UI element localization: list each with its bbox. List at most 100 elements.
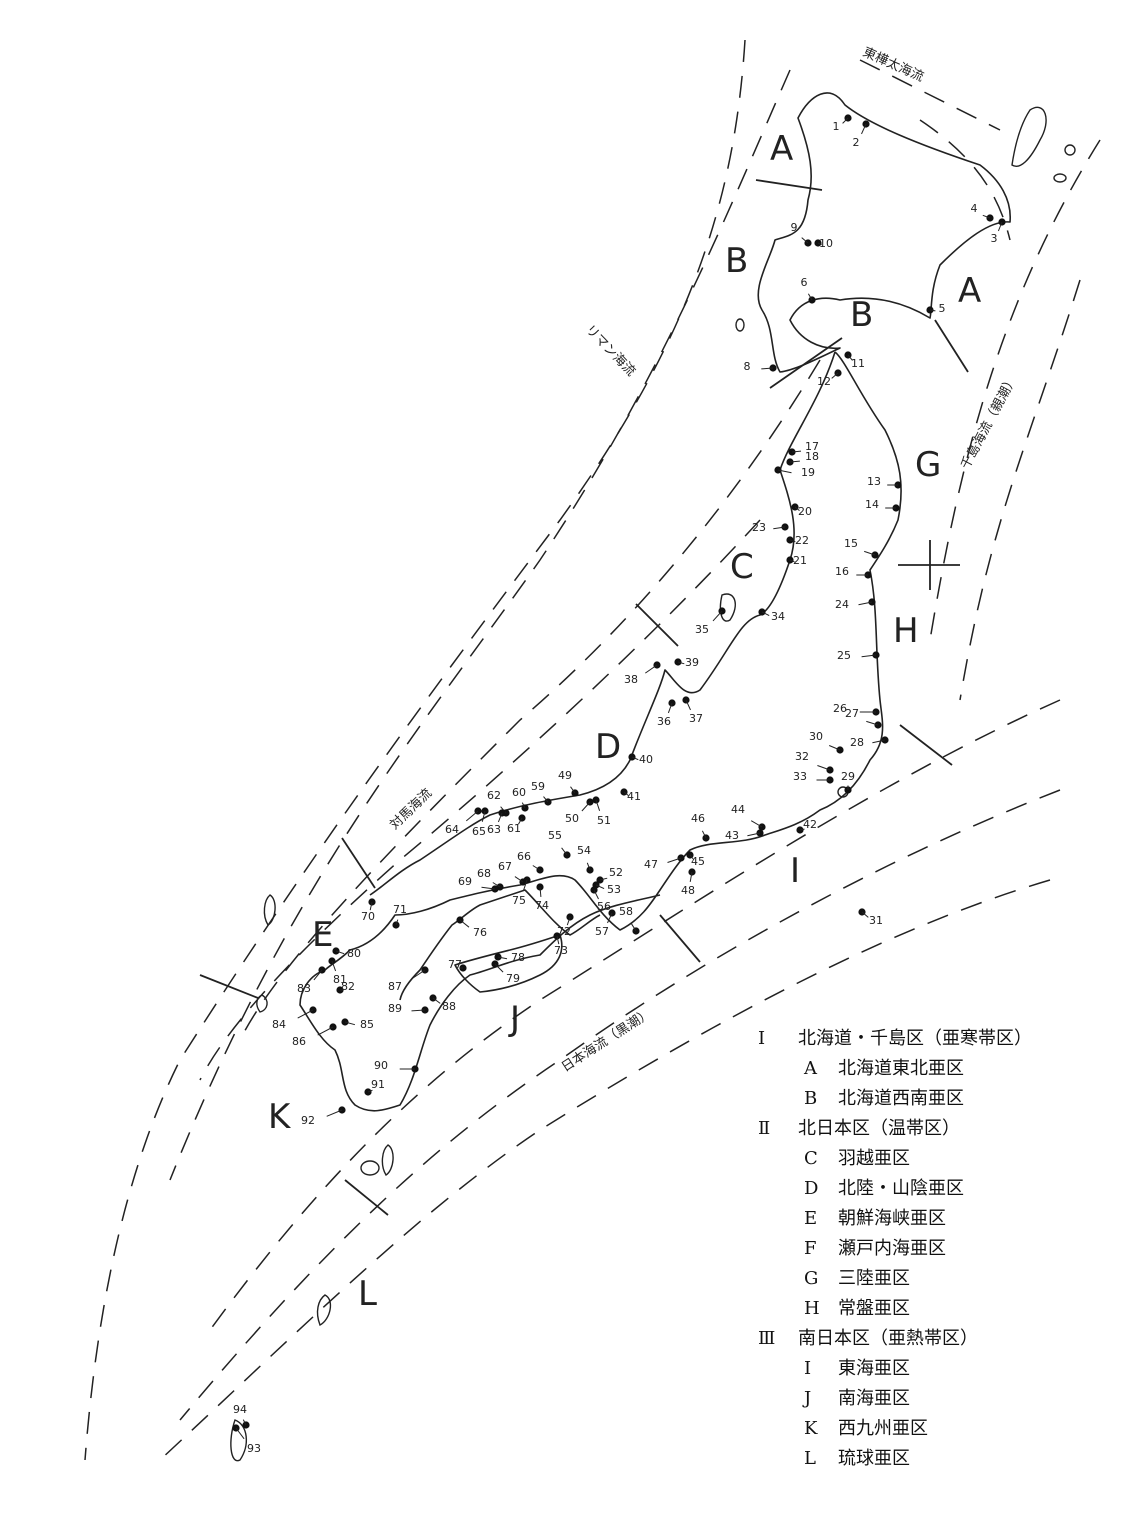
station-number: 37: [689, 712, 703, 725]
zone-label: E: [312, 915, 333, 955]
legend-code: Ⅰ: [758, 1028, 766, 1049]
station-leader-line: [367, 1089, 373, 1093]
station-leader-line: [864, 550, 876, 556]
station-leader-line: [514, 876, 524, 883]
station-leader-line: [817, 765, 831, 771]
station-number: 1: [833, 120, 840, 133]
station-number: 28: [850, 736, 864, 749]
station-leader-line: [581, 801, 591, 812]
legend-code: L: [804, 1448, 816, 1469]
station-number: 55: [548, 829, 562, 842]
station-leader-line: [497, 956, 508, 960]
station-number: 6: [801, 276, 808, 289]
station-number: 8: [744, 360, 751, 373]
station-number: 59: [531, 780, 545, 793]
station-leader-line: [593, 889, 599, 900]
station-number: 69: [458, 875, 472, 888]
station-number: 15: [844, 537, 858, 550]
station-number: 71: [393, 903, 407, 916]
current-label: 千島海流（親潮）: [958, 373, 1020, 472]
station-number: 13: [867, 475, 881, 488]
station-leader-line: [543, 796, 549, 803]
station-number: 16: [835, 565, 849, 578]
station-leader-line: [335, 950, 345, 955]
zone-label: I: [790, 851, 800, 891]
station-leader-line: [667, 702, 673, 714]
legend-text: 北陸・山陰亜区: [838, 1178, 964, 1199]
station-number: 73: [554, 944, 568, 957]
station-number: 61: [507, 822, 521, 835]
station-number: 77: [448, 958, 462, 971]
station-leader-line: [297, 1009, 314, 1019]
station-leader-line: [861, 123, 867, 135]
station-leader-line: [313, 969, 323, 981]
legend-text: 朝鮮海峡亜区: [838, 1208, 946, 1229]
station-leader-line: [794, 506, 800, 511]
station-leader-line: [494, 963, 504, 973]
station-number: 25: [837, 649, 851, 662]
station-number: 78: [511, 951, 525, 964]
station-number: 56: [597, 900, 611, 913]
station-leader-line: [481, 810, 486, 822]
station-leader-line: [801, 237, 809, 244]
station-number: 11: [851, 357, 865, 370]
coastline: [299, 92, 1011, 1112]
station-leader-line: [317, 1026, 334, 1036]
station-leader-line: [799, 828, 805, 831]
station-leader-line: [817, 242, 822, 246]
zone-label: D: [595, 727, 621, 767]
station-number: 80: [347, 947, 361, 960]
station-number: 39: [685, 656, 699, 669]
station-leader-line: [842, 117, 849, 124]
station-number: 50: [565, 812, 579, 825]
legend-text: 東海亜区: [838, 1358, 910, 1379]
station-leader-line: [789, 559, 795, 563]
station-number: 81: [333, 973, 347, 986]
station-number: 66: [517, 850, 531, 863]
station-number: 62: [487, 789, 501, 802]
station-leader-line: [586, 862, 591, 871]
station-leader-line: [492, 882, 501, 888]
station-number: 41: [627, 790, 641, 803]
station-leader-line: [522, 879, 528, 891]
station-number: 89: [388, 1002, 402, 1015]
station-leader-line: [982, 214, 991, 219]
legend-code: H: [804, 1298, 820, 1319]
station-number: 36: [657, 715, 671, 728]
station-leader-line: [866, 720, 879, 726]
station-leader-line: [242, 1419, 247, 1426]
legend-text: 北海道西南亜区: [838, 1088, 964, 1109]
station-leader-line: [235, 1427, 245, 1440]
station-number: 76: [473, 926, 487, 939]
station-number: 18: [805, 450, 819, 463]
legend-text: 三陸亜区: [838, 1268, 910, 1289]
current-label: 日本海流（黒潮）: [559, 1006, 654, 1075]
station-leader-line: [777, 469, 792, 474]
station-leader-line: [761, 611, 770, 617]
station-number: 19: [801, 466, 815, 479]
station-number: 14: [865, 498, 879, 511]
station-leader-line: [331, 960, 337, 972]
station-leader-line: [701, 830, 707, 839]
station-number: 64: [445, 823, 459, 836]
station-number: 79: [506, 972, 520, 985]
station-number: 29: [841, 770, 855, 783]
station-number: 84: [272, 1018, 286, 1031]
current-lines: [84, 39, 1101, 1461]
station-number: 67: [498, 860, 512, 873]
legend-text: 南日本区（亜熱帯区）: [798, 1328, 978, 1349]
zone-label: C: [730, 547, 754, 587]
station-number: 48: [681, 884, 695, 897]
station-number: 63: [487, 823, 501, 836]
station-number: 93: [247, 1442, 261, 1455]
zone-label: K: [268, 1097, 292, 1137]
station-leader-line: [369, 901, 373, 911]
current-labels: 東樺太海流 リマン海流 対馬海流 千島海流（親潮） 日本海流（黒潮）: [387, 44, 1020, 1075]
station-number: 52: [609, 866, 623, 879]
